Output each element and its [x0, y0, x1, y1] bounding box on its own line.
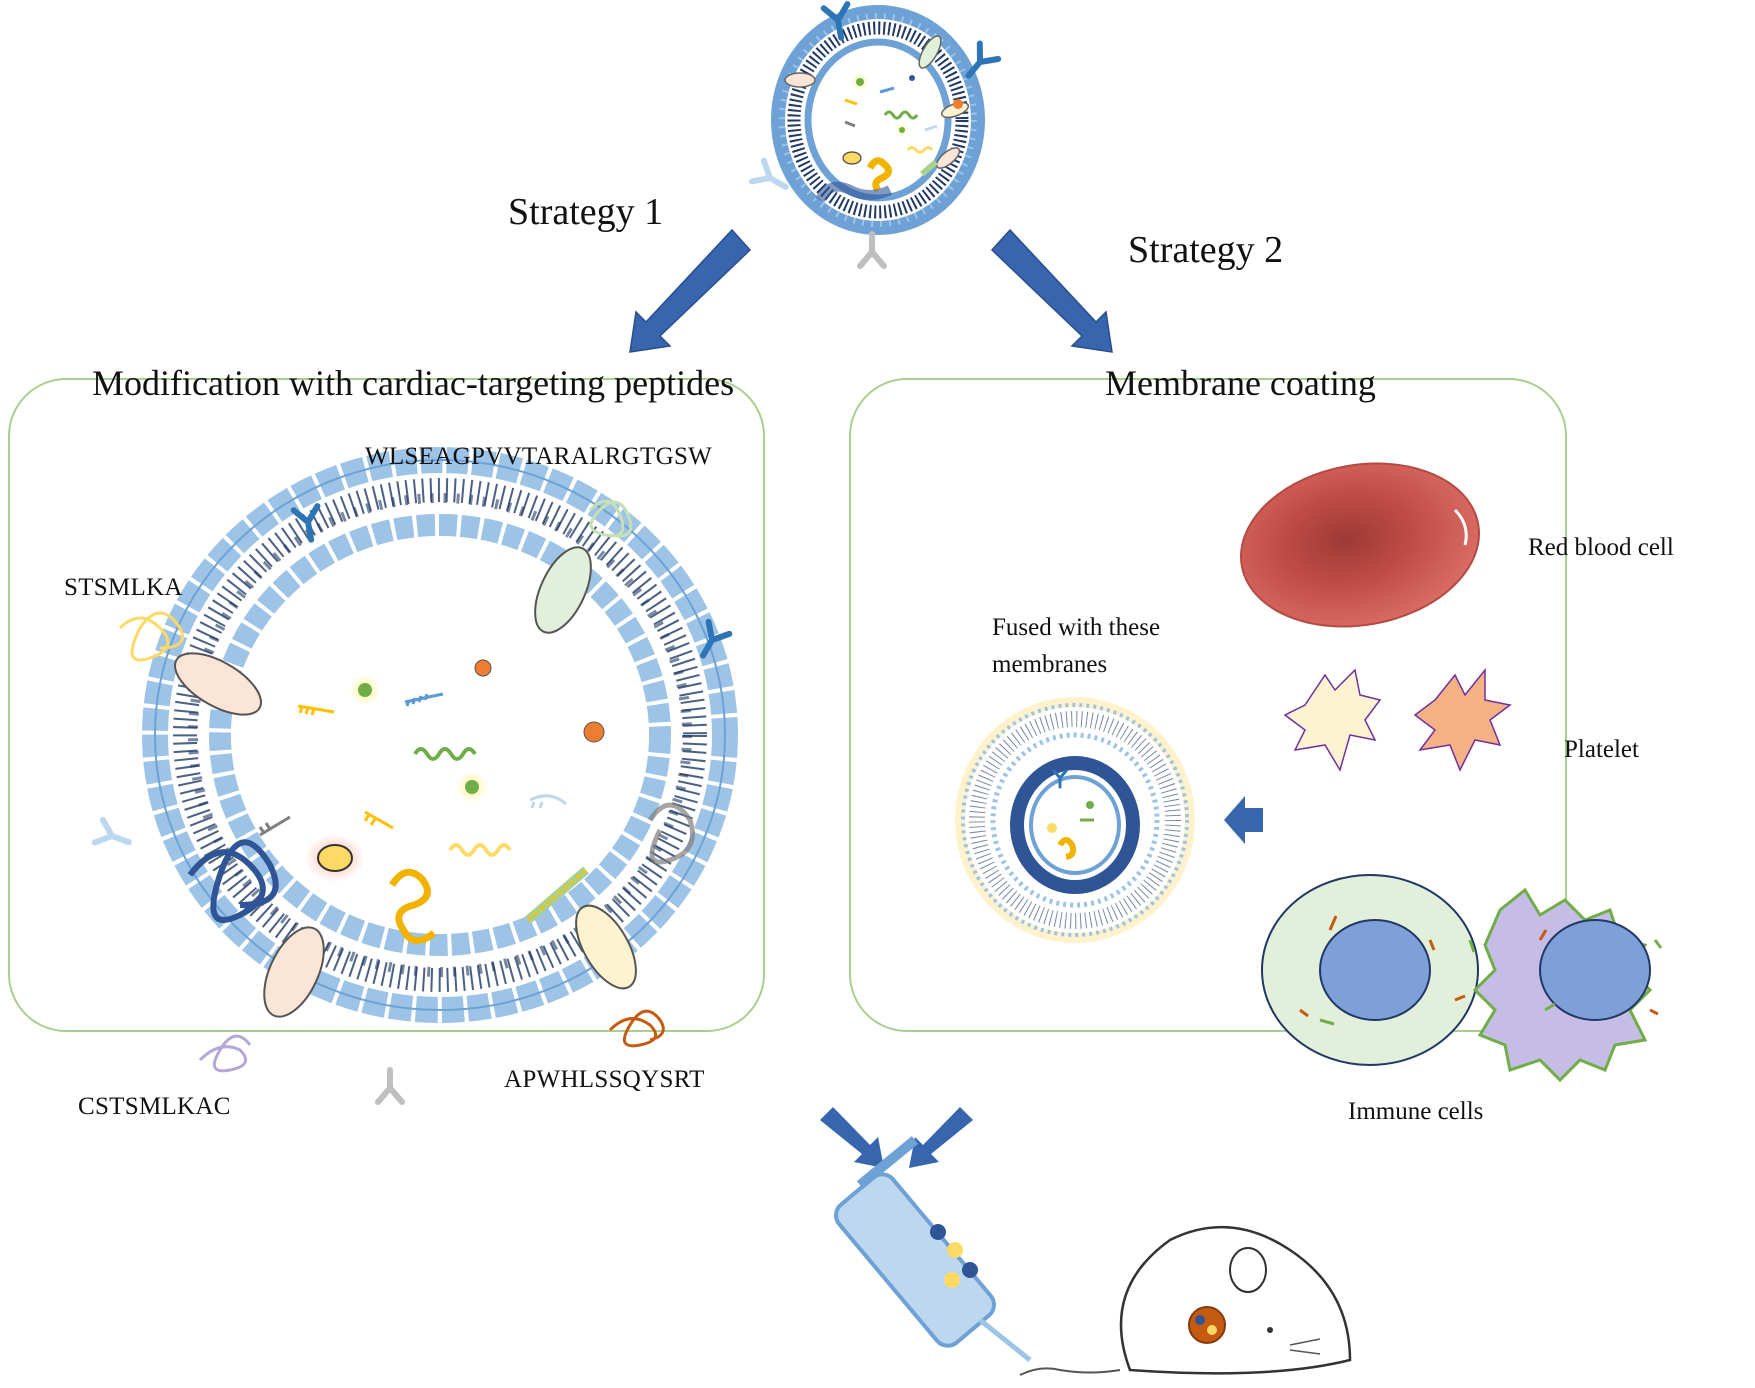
- red-blood-cell-label: Red blood cell: [1528, 534, 1674, 561]
- immune-cells-label: Immune cells: [1348, 1098, 1484, 1125]
- platelet-label: Platelet: [1564, 736, 1639, 763]
- peptide-label-stsmlka: STSMLKA: [64, 574, 183, 601]
- syringe-icon: [834, 1136, 1032, 1362]
- arrow-strategy2-icon: [990, 228, 1113, 353]
- left-panel-heading: Modification with cardiac-targeting pept…: [92, 363, 735, 403]
- peptide-stsmlka-icon: [118, 611, 184, 662]
- arrow-to-fused-icon: [1224, 796, 1263, 844]
- arrow-strategy1-icon: [629, 228, 752, 353]
- heart-icon: [1188, 1306, 1226, 1344]
- mouse-icon: [1019, 1225, 1352, 1376]
- strategy1-label: Strategy 1: [508, 191, 664, 233]
- large-exosome-icon: [95, 447, 738, 1102]
- fused-label-line1: Fused with these: [992, 614, 1161, 641]
- platelet-icon: [1283, 667, 1512, 772]
- peptide-label-apwhlssqysrt: APWHLSSQYSRT: [504, 1066, 705, 1093]
- peptide-label-wlseag: WLSEAGPVVTARALRGTGSW: [365, 443, 713, 470]
- red-blood-cell-icon: [1240, 462, 1480, 628]
- top-exosome-icon: [752, 4, 998, 266]
- right-panel-heading: Membrane coating: [1105, 363, 1376, 403]
- immune-cells-icon: [1261, 874, 1663, 1083]
- arrow-left-panel-icon: [820, 1107, 884, 1168]
- fused-vesicle-icon: [955, 697, 1195, 943]
- strategy2-label: Strategy 2: [1128, 229, 1284, 271]
- fused-label-line2: membranes: [992, 651, 1108, 678]
- arrow-right-panel-icon: [909, 1107, 973, 1168]
- peptide-label-cstsmlkac: CSTSMLKAC: [78, 1093, 231, 1120]
